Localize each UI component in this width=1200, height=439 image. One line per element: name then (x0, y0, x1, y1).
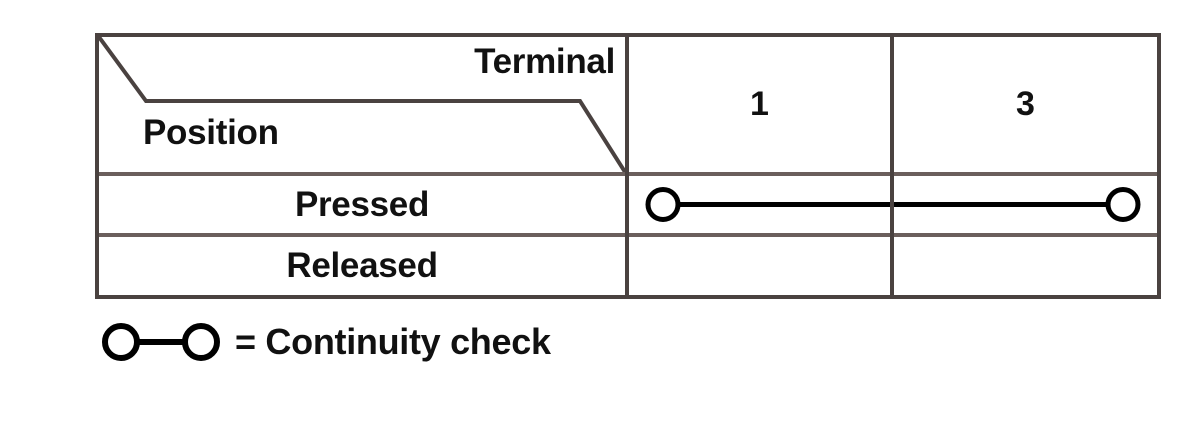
column-header-terminal-3: 3 (1016, 85, 1035, 123)
legend: = Continuity check (97, 316, 551, 368)
continuity-table: Terminal Position 1 3 Pressed Released (95, 33, 1161, 299)
column-separator-1 (625, 37, 629, 295)
continuity-symbol-icon (102, 323, 220, 361)
column-header-terminal-1: 1 (750, 85, 769, 123)
column-separator-2 (890, 37, 894, 295)
row-label-pressed: Pressed (294, 184, 430, 224)
position-axis-label: Position (143, 113, 279, 152)
continuity-link-icon (645, 187, 1141, 222)
terminal-axis-label: Terminal (474, 42, 615, 81)
header-diagonal-divider-icon (99, 37, 625, 172)
corner-header-cell: Terminal Position (99, 37, 625, 172)
row-label-released: Released (286, 246, 438, 285)
legend-label: = Continuity check (235, 321, 551, 362)
continuity-link-pressed (629, 176, 1157, 233)
